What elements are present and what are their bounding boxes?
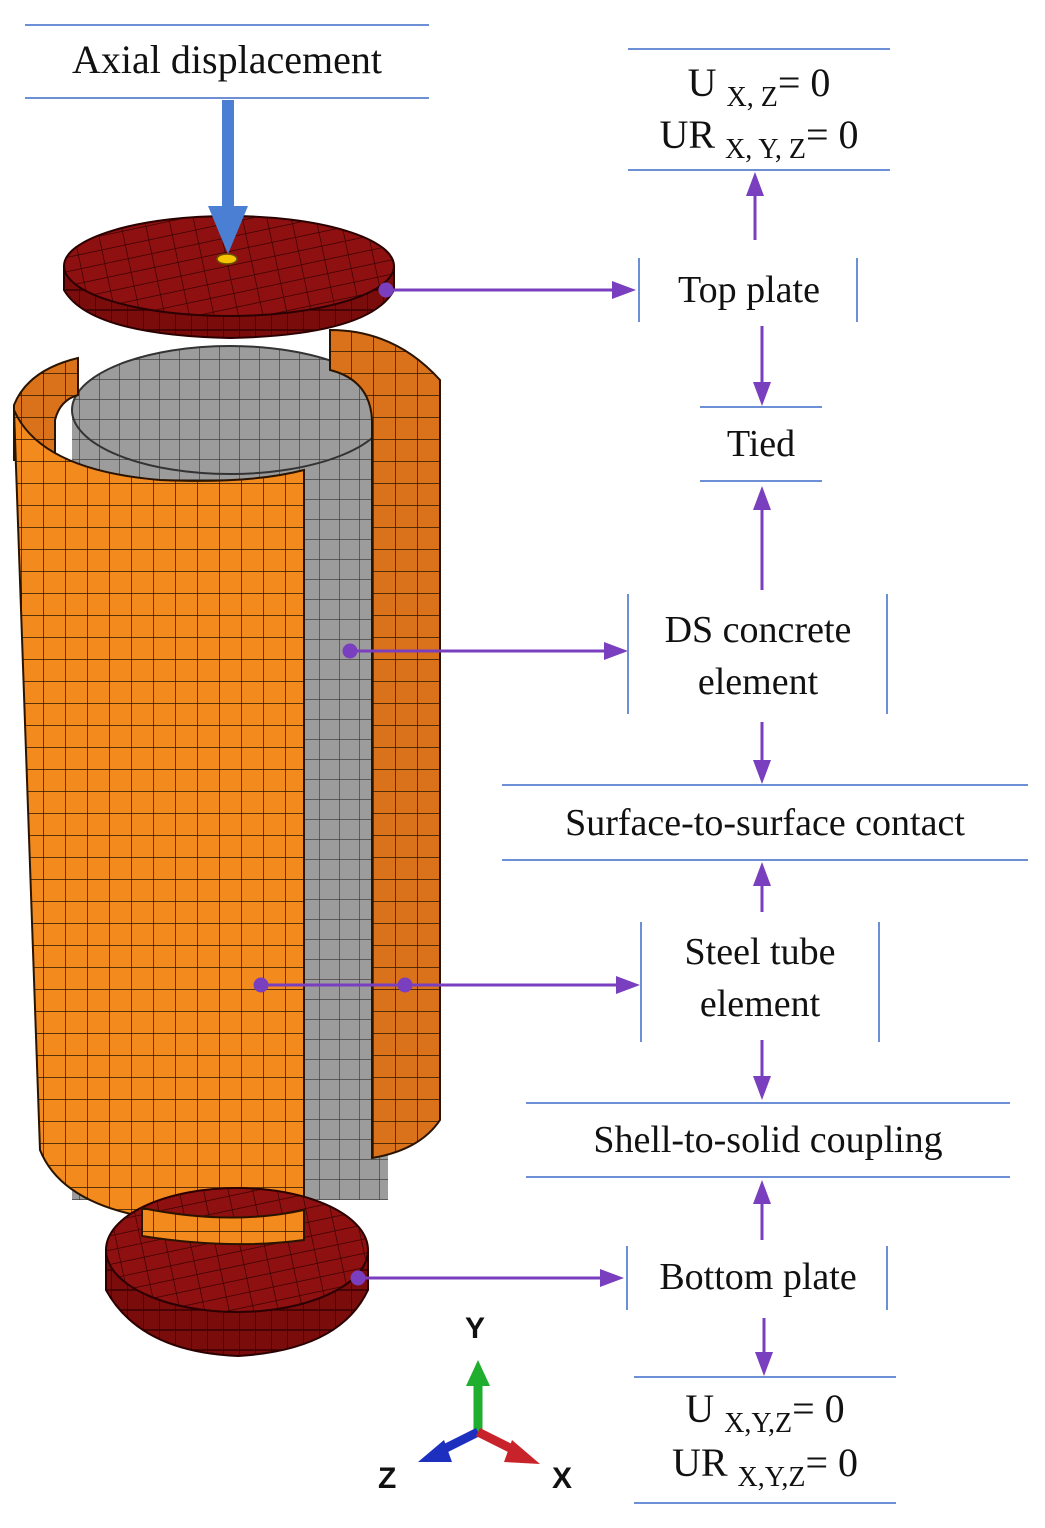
axial-bottom-rule: [25, 97, 429, 99]
tied-top-rule: [700, 406, 822, 408]
bottom-bc-bottom-rule: [634, 1502, 896, 1504]
steel-tube-front: [13, 409, 305, 1222]
bottom-plate-label: Bottom plate: [659, 1256, 857, 1298]
coupling-top-rule: [526, 1102, 1010, 1104]
ds-concrete-right-rule: [886, 594, 888, 714]
ds-concrete-left-rule: [627, 594, 629, 714]
connector-arrows: [253, 172, 773, 1376]
bottom-bc-line1: U X,Y,Z= 0: [685, 1386, 845, 1439]
shell-solid-label: Shell-to-solid coupling: [593, 1119, 943, 1161]
steel-tube-right-strip: [329, 328, 441, 1160]
bottom-bc-top-rule: [634, 1376, 896, 1378]
axis-x-label: X: [552, 1462, 573, 1495]
coordinate-axes: [418, 1360, 540, 1464]
axis-z-label: Z: [378, 1462, 397, 1495]
steel-tube-label: Steel tube element: [684, 931, 836, 1025]
top-bc-line2: UR X, Y, Z= 0: [659, 112, 859, 165]
top-bc-top-rule: [628, 48, 890, 50]
top-bc-line1: U X, Z= 0: [687, 60, 831, 113]
top-bc-bottom-rule: [628, 169, 890, 171]
bottom-plate-left-rule: [626, 1246, 628, 1310]
tied-bottom-rule: [700, 480, 822, 482]
contact-top-rule: [502, 784, 1028, 786]
axis-y-label: Y: [465, 1312, 486, 1345]
bottom-plate: [105, 1187, 369, 1358]
steel-tube-right-rule: [878, 922, 880, 1042]
bottom-plate-right-rule: [886, 1246, 888, 1310]
surface-contact-label: Surface-to-surface contact: [565, 802, 965, 844]
steel-tube-left-rule: [640, 922, 642, 1042]
axial-load-arrow: [208, 100, 248, 254]
top-plate: [63, 215, 395, 340]
top-plate-right-rule: [856, 258, 858, 322]
top-plate-label: Top plate: [678, 269, 820, 311]
axial-displacement-label: Axial displacement: [72, 37, 382, 82]
axial-top-rule: [25, 24, 429, 26]
contact-bottom-rule: [502, 859, 1028, 861]
bottom-bc-line2: UR X,Y,Z= 0: [671, 1440, 859, 1493]
top-plate-left-rule: [638, 258, 640, 322]
ds-concrete-label: DS concrete element: [664, 609, 852, 703]
tied-label: Tied: [726, 423, 796, 465]
coupling-bottom-rule: [526, 1176, 1010, 1178]
